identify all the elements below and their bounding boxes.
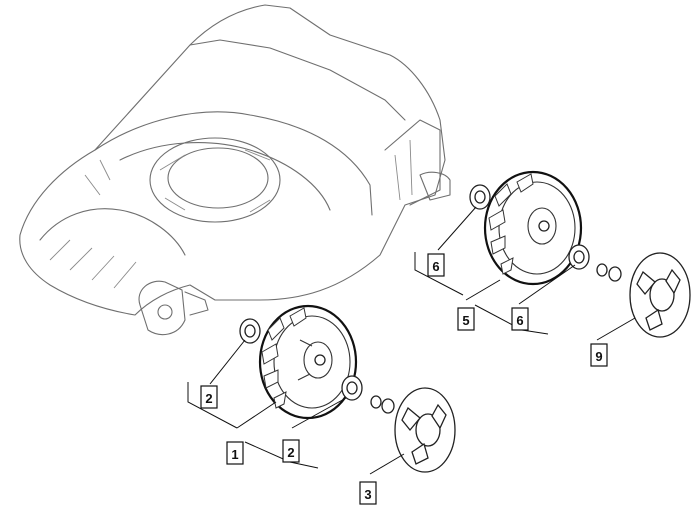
- hubcap-front: [394, 387, 456, 473]
- callout-label: 2: [205, 391, 212, 406]
- callout-label: 6: [432, 259, 439, 274]
- callout-label: 2: [287, 445, 294, 460]
- wheel-rear: [483, 170, 583, 286]
- mower-deck: [19, 4, 451, 336]
- hubcap-rear: [629, 252, 691, 338]
- callout-6-rear-outer: 6: [511, 307, 529, 331]
- bearing-front-inner: [239, 318, 261, 344]
- washer-front: [370, 395, 395, 414]
- callout-label: 1: [231, 447, 238, 462]
- callout-label: 3: [364, 487, 371, 502]
- callout-2-front-outer: 2: [282, 439, 300, 463]
- callout-9-hubcap: 9: [590, 343, 608, 367]
- bearing-rear-inner: [469, 184, 491, 210]
- callout-label: 6: [516, 313, 523, 328]
- callout-3-hubcap: 3: [359, 481, 377, 505]
- callout-label: 9: [595, 349, 602, 364]
- wheel-front: [258, 304, 358, 420]
- bearing-rear-outer: [568, 244, 590, 270]
- callout-label: 5: [462, 313, 469, 328]
- callout-2-front-inner: 2: [200, 385, 218, 409]
- callout-5-wheel: 5: [457, 307, 475, 331]
- callout-1-wheel: 1: [226, 441, 244, 465]
- bearing-front-outer: [341, 375, 363, 401]
- washer-rear: [596, 263, 622, 282]
- callout-6-rear-inner: 6: [427, 253, 445, 277]
